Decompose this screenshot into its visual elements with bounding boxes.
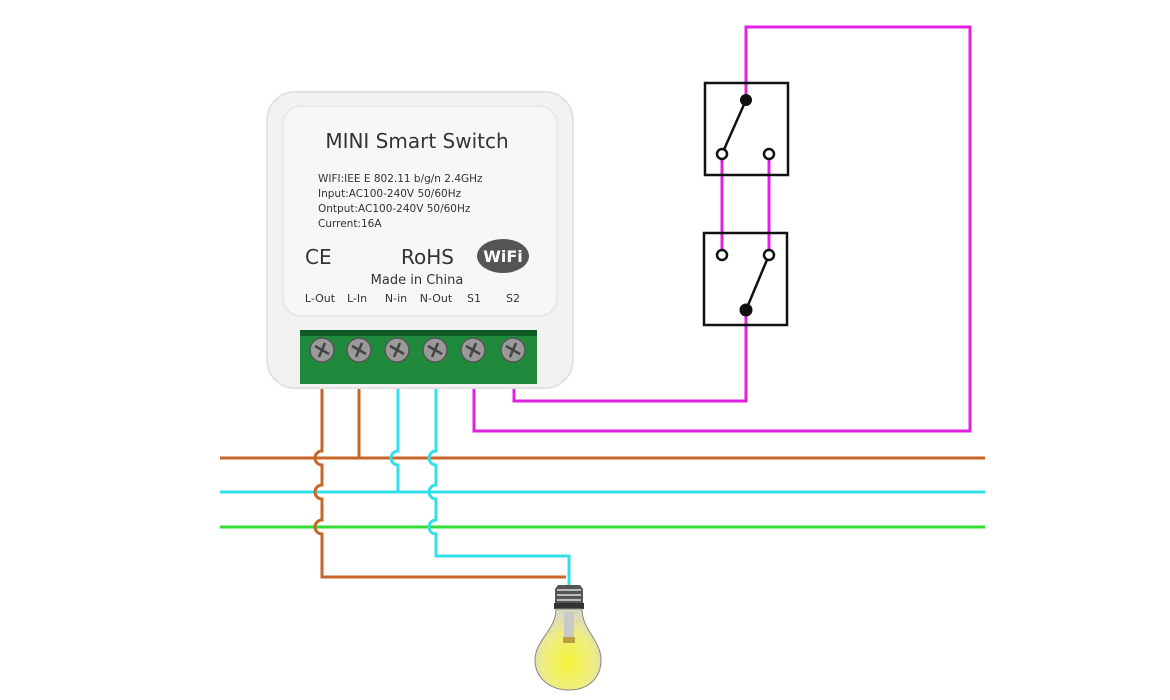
terminal-label-l-out: L-Out (305, 292, 336, 305)
terminal-label-s1: S1 (467, 292, 481, 305)
two-way-switch-bottom (702, 231, 789, 327)
terminal-screw-n-out (422, 337, 448, 363)
spec-input: Input:AC100-240V 50/60Hz (318, 188, 462, 200)
l-out-wire (313, 383, 566, 579)
spec-current: Current:16A (318, 218, 382, 230)
mini-smart-switch-module: MINI Smart Switch WIFI:IEE E 802.11 b/g/… (266, 91, 574, 389)
wifi-logo-text: WiFi (483, 247, 523, 266)
made-in-label: Made in China (371, 273, 464, 288)
module-title: MINI Smart Switch (325, 129, 508, 153)
terminal-screw-l-out (309, 337, 335, 363)
terminal-screw-s2 (500, 337, 526, 363)
s1-wire (472, 25, 972, 433)
terminal-label-n-out: N-Out (420, 292, 453, 305)
spec-wifi: WIFI:IEE E 802.11 b/g/n 2.4GHz (318, 173, 483, 185)
n-in-wire (389, 383, 400, 492)
terminal-label-n-in: N-in (385, 292, 407, 305)
terminal-screw-n-in (384, 337, 410, 363)
rohs-mark: RoHS (401, 245, 454, 269)
terminal-label-s2: S2 (506, 292, 520, 305)
s2-wire (512, 310, 748, 403)
ce-mark: CE (305, 245, 332, 269)
terminal-screw-s1 (460, 337, 486, 363)
terminal-screw-l-in (346, 337, 372, 363)
spec-output: Ontput:AC100-240V 50/60Hz (318, 203, 471, 215)
terminal-block (300, 330, 537, 384)
light-bulb-icon (534, 585, 602, 691)
wifi-logo-icon: WiFi (477, 239, 529, 273)
n-out-wire (427, 383, 571, 592)
two-way-switch-top (703, 81, 790, 177)
terminal-label-l-in: L-In (347, 292, 367, 305)
